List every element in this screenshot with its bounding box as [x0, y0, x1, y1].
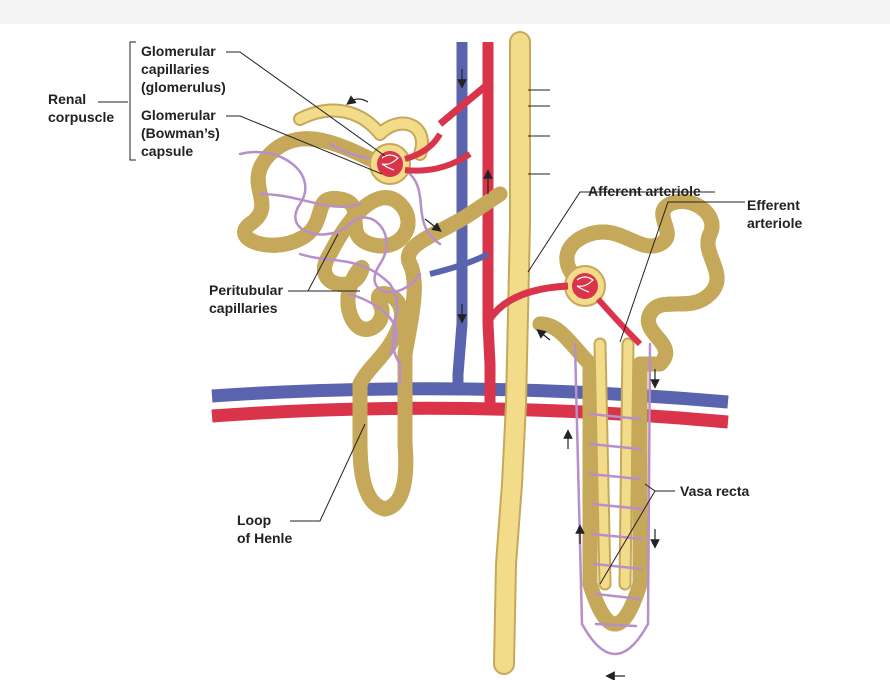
label-afferent: Afferent arteriole: [588, 183, 701, 199]
label-peritubular-1: Peritubular: [209, 282, 283, 298]
cortical-nephron: [240, 103, 508, 517]
label-loop-2: of Henle: [237, 530, 292, 546]
label-glom-cap-3: (glomerulus): [141, 79, 226, 95]
vasa-recta-label: Vasa recta: [680, 483, 749, 499]
label-glom-caps-1: Glomerular: [141, 107, 216, 123]
renal-corpuscle-label: Renal corpuscle: [48, 91, 114, 125]
label-corpuscle: corpuscle: [48, 109, 114, 125]
afferent-arteriole-label: Afferent arteriole: [588, 183, 701, 199]
peritubular-capillaries-label: Peritubular capillaries: [209, 282, 283, 316]
glomerular-capillaries-label: Glomerular capillaries (glomerulus): [141, 43, 226, 95]
label-glom-caps-3: capsule: [141, 143, 193, 159]
arcuate-vessels: [211, 382, 729, 429]
leader-lines: [98, 41, 745, 585]
glomerular-capsule-label: Glomerular (Bowman’s) capsule: [141, 107, 220, 159]
juxtamedullary-nephron: [532, 201, 717, 656]
label-glom-caps-2: (Bowman’s): [141, 125, 220, 141]
label-loop-1: Loop: [237, 512, 271, 528]
label-vasa-recta: Vasa recta: [680, 483, 749, 499]
label-renal: Renal: [48, 91, 86, 107]
loop-of-henle-label: Loop of Henle: [237, 512, 292, 546]
nephron-diagram: Renal corpuscle Glomerular capillaries (…: [48, 31, 802, 680]
right-glomerulus: [487, 265, 643, 347]
diagram-canvas: Renal corpuscle Glomerular capillaries (…: [0, 24, 890, 680]
label-peritubular-2: capillaries: [209, 300, 278, 316]
efferent-arteriole-label: Efferent arteriole: [747, 197, 802, 231]
label-glom-cap-1: Glomerular: [141, 43, 216, 59]
collecting-duct: [493, 31, 531, 675]
upper-glomerulus: [369, 132, 472, 185]
label-efferent-1: Efferent: [747, 197, 800, 213]
label-efferent-2: arteriole: [747, 215, 802, 231]
flow-arrows: [346, 69, 660, 680]
label-glom-cap-2: capillaries: [141, 61, 210, 77]
